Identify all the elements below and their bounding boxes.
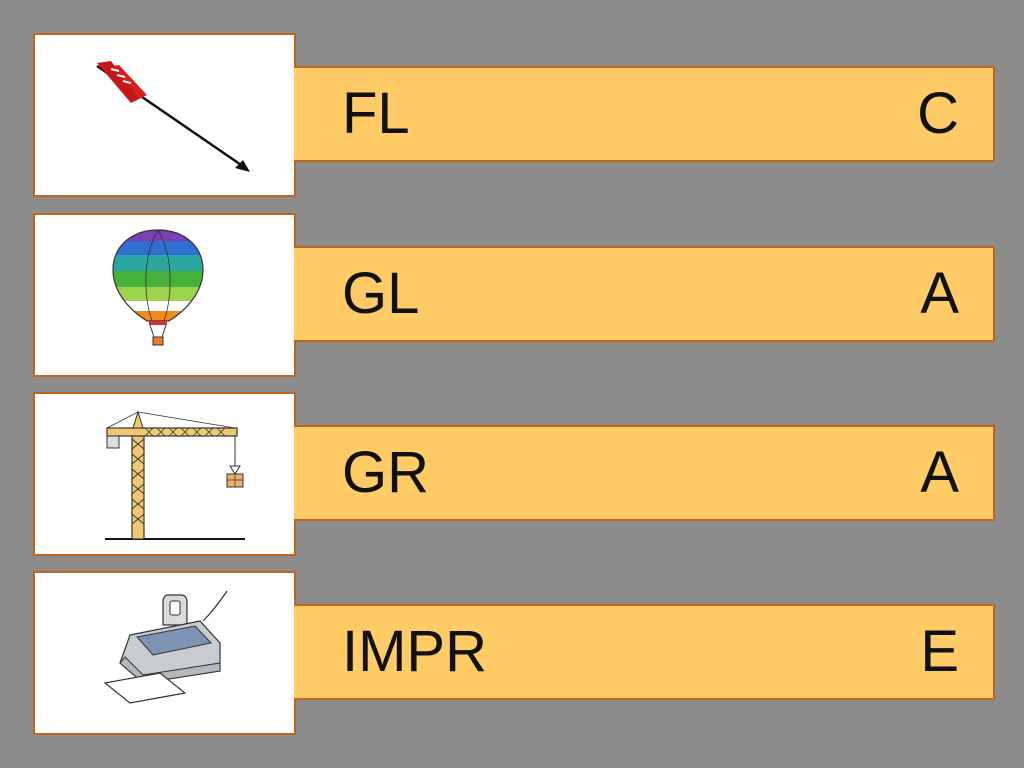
word-stem: GR: [342, 440, 429, 505]
word-ending[interactable]: E: [920, 619, 959, 684]
picture-card[interactable]: [33, 571, 296, 735]
word-ending[interactable]: A: [920, 440, 959, 505]
word-row-4: IMPR E: [0, 571, 1024, 735]
word-bar: GR A: [294, 425, 995, 521]
word-stem: FL: [342, 81, 410, 146]
picture-card[interactable]: [33, 213, 296, 377]
word-row-2: GL A: [0, 213, 1024, 377]
word-ending[interactable]: C: [917, 81, 959, 146]
word-bar: FL C: [294, 66, 995, 162]
word-bar: GL A: [294, 246, 995, 342]
word-ending[interactable]: A: [920, 261, 959, 326]
printer-icon: [103, 590, 228, 704]
word-stem: GL: [342, 261, 420, 326]
word-row-3: GR A: [0, 392, 1024, 556]
word-row-1: FL C: [0, 33, 1024, 197]
picture-card[interactable]: [33, 392, 296, 556]
picture-card[interactable]: [33, 33, 296, 197]
hot-air-balloon-icon: [112, 229, 204, 346]
word-stem: IMPR: [342, 619, 487, 684]
arrow-icon: [96, 61, 250, 172]
word-bar: IMPR E: [294, 604, 995, 700]
crane-icon: [105, 410, 245, 540]
